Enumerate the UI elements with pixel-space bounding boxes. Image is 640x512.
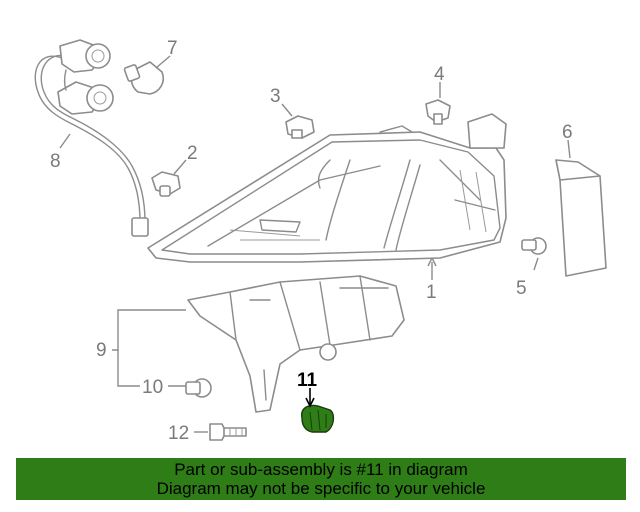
part-6-trim-strip — [555, 159, 607, 277]
part-5-screw — [521, 237, 547, 255]
part-8-wire-harness — [34, 39, 149, 237]
part-3-bolt — [285, 115, 315, 139]
callout-12: 12 — [168, 423, 189, 444]
callout-7: 7 — [167, 38, 178, 59]
callout-3: 3 — [270, 86, 281, 107]
part-10-screw — [185, 378, 212, 398]
callout-2: 2 — [187, 143, 198, 164]
callout-labels: 1 2 3 4 5 6 7 8 9 10 11 12 — [50, 38, 573, 444]
info-banner: Part or sub-assembly is #11 in diagram D… — [16, 458, 626, 500]
callout-10: 10 — [142, 377, 163, 398]
part-4-bolt — [425, 99, 451, 125]
part-2-clip — [151, 171, 181, 197]
callout-5: 5 — [516, 278, 527, 299]
part-9-bracket — [187, 275, 405, 413]
callout-4: 4 — [434, 64, 445, 85]
part-1-headlamp — [147, 113, 507, 263]
callout-11: 11 — [297, 370, 318, 391]
banner-line-1: Part or sub-assembly is #11 in diagram — [174, 460, 468, 479]
callout-6: 6 — [562, 122, 573, 143]
callout-1: 1 — [426, 282, 437, 303]
callout-9: 9 — [96, 340, 107, 361]
part-11-clip-highlighted — [301, 404, 335, 433]
part-7-bulb — [123, 61, 165, 95]
leader-lines — [59, 55, 571, 433]
banner-line-2: Diagram may not be specific to your vehi… — [156, 479, 486, 498]
callout-8: 8 — [50, 151, 61, 172]
part-12-bolt — [209, 423, 247, 441]
